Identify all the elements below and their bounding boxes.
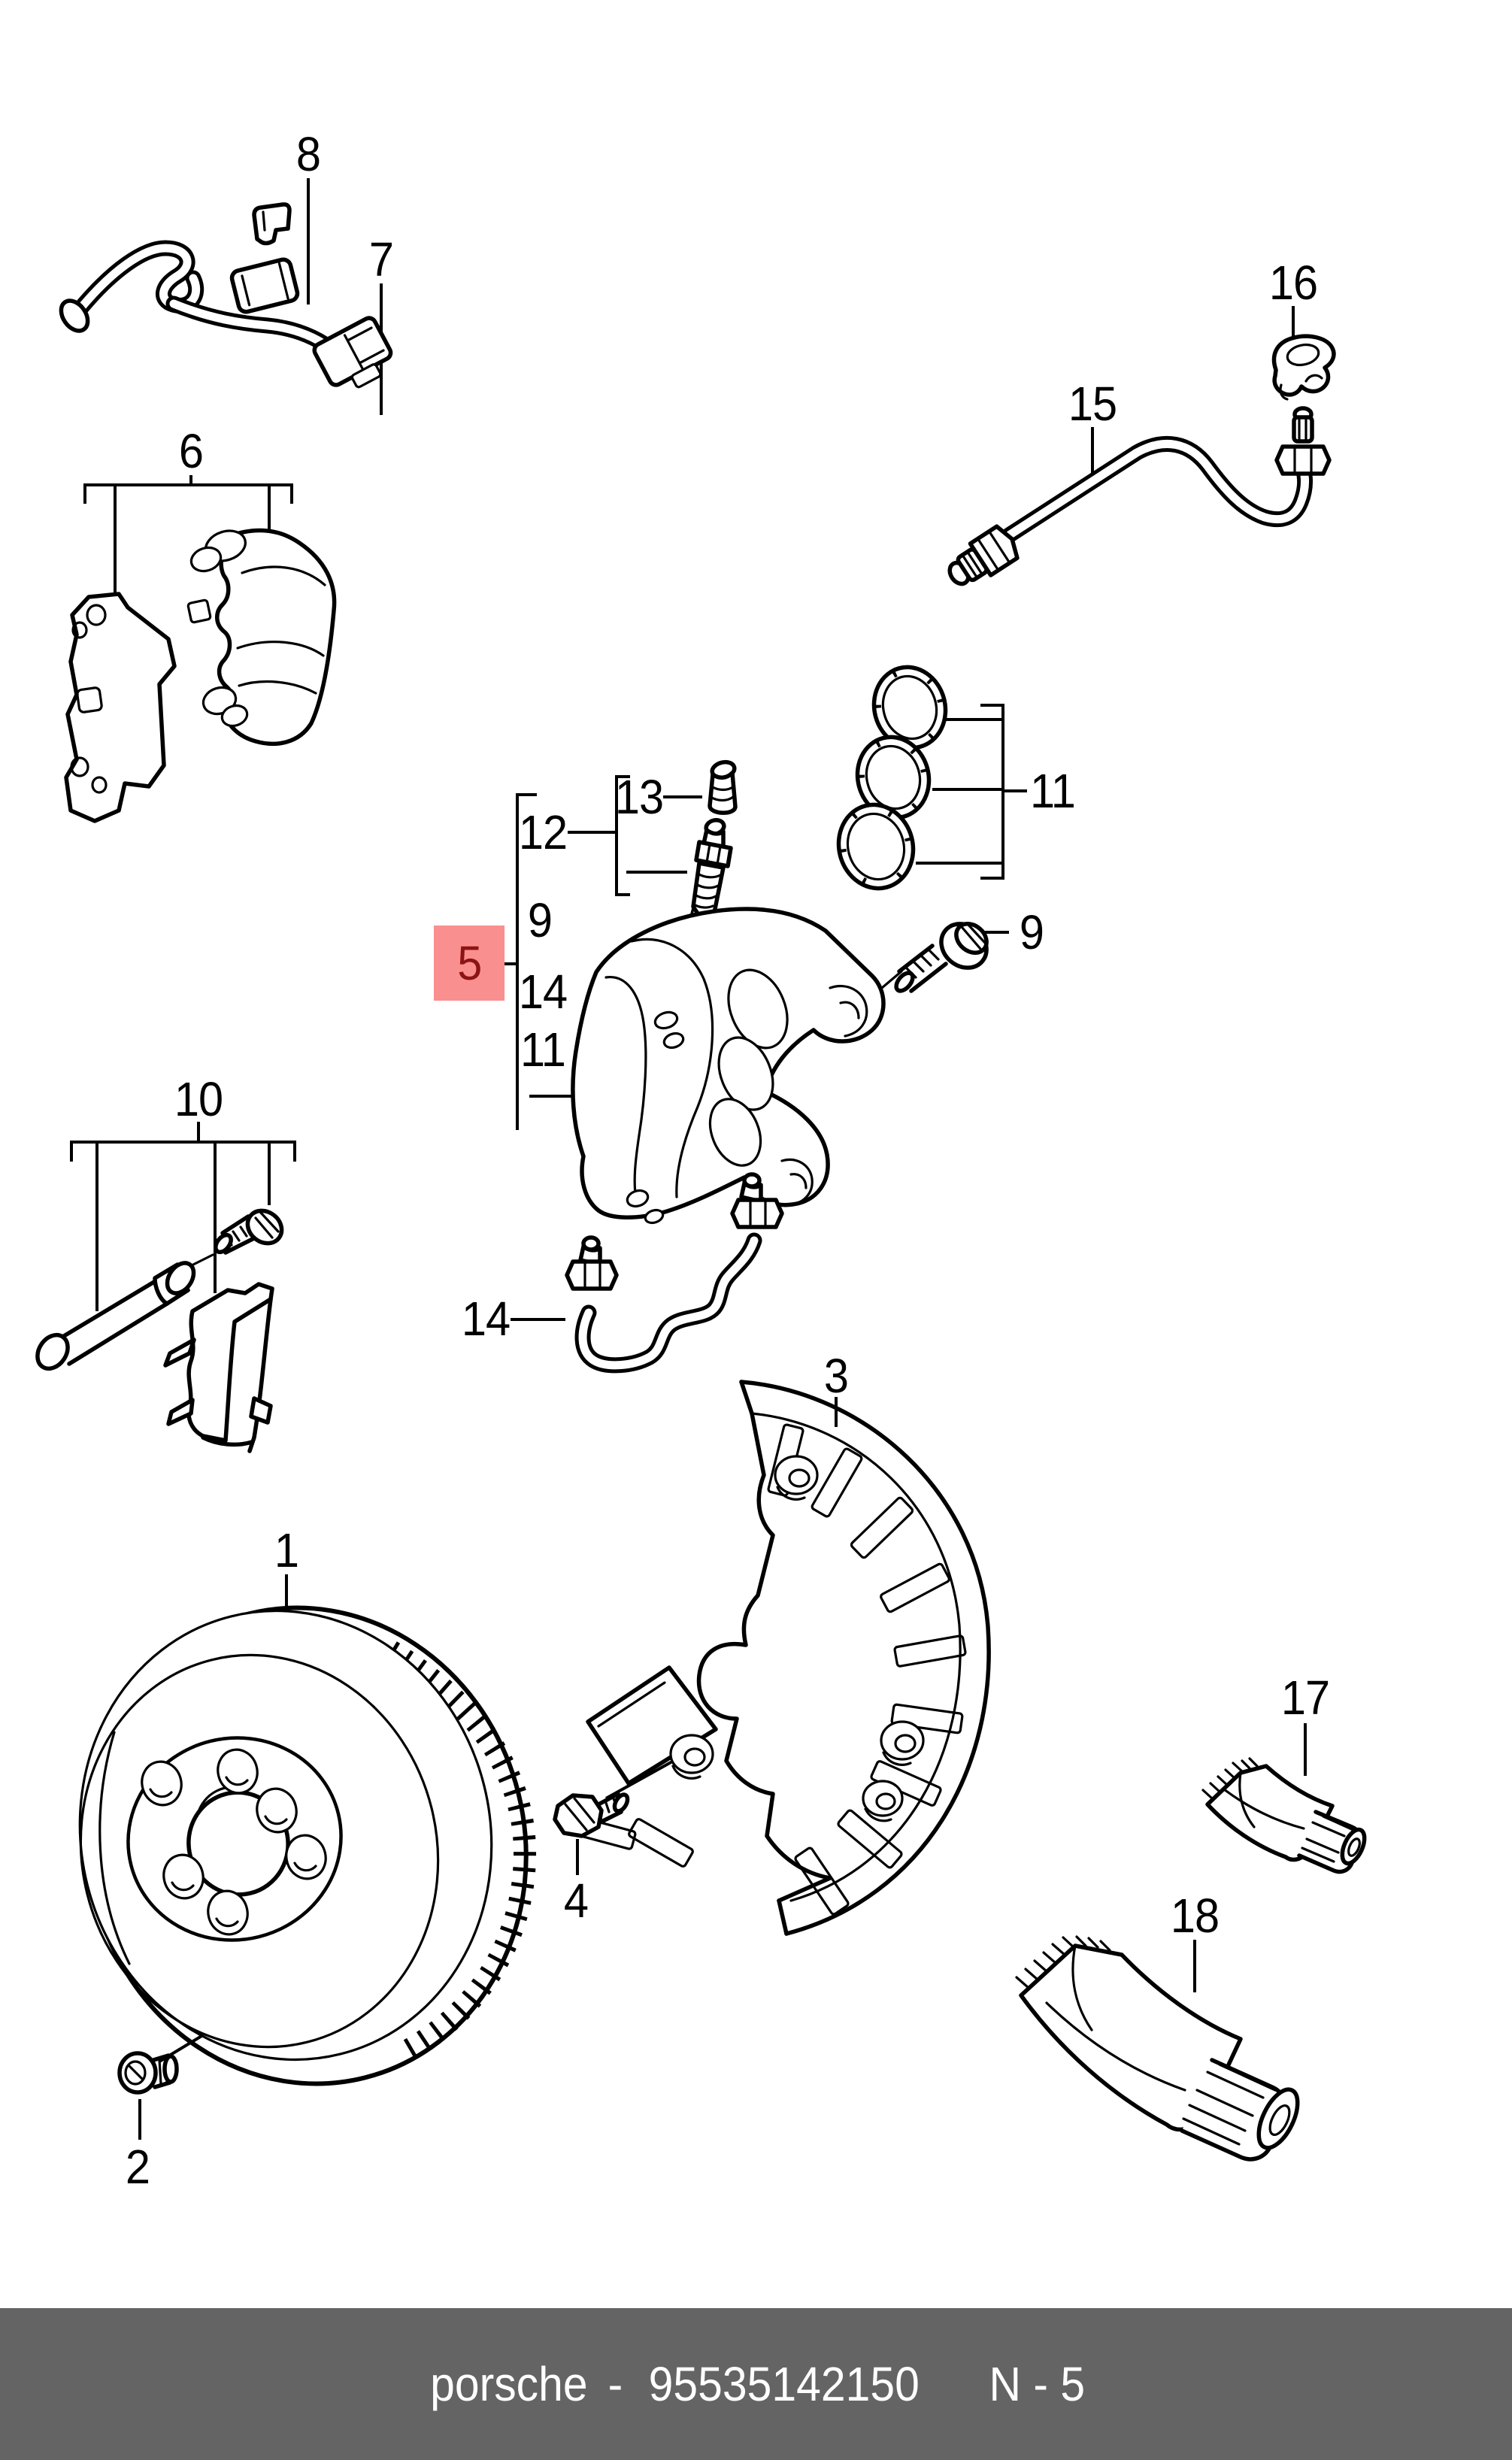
part-drawing-grease-tube-large <box>1015 1935 1300 2162</box>
callout-5-caliper-group[interactable]: 5 <box>456 936 482 990</box>
callout-7-connector[interactable]: 7 <box>368 232 394 286</box>
part-drawing-wear-sensor <box>59 202 393 389</box>
callout-2-disc-screw[interactable]: 2 <box>125 2140 150 2194</box>
part-drawing-caliper-pipe <box>565 1172 784 1374</box>
callout-6-pad-set[interactable]: 6 <box>178 424 204 478</box>
footer-part-number: 95535142150 <box>648 2357 920 2411</box>
callout-9-bolt[interactable]: 9 <box>1019 905 1044 959</box>
footer-brand: porsche <box>429 2357 588 2411</box>
callout-13-bleeder-cap[interactable]: 13 <box>614 770 664 824</box>
highlight-selected-part-5[interactable]: 5 <box>434 926 505 1001</box>
part-drawing-brake-pads <box>64 528 337 823</box>
callout-4-shield-screw[interactable]: 4 <box>563 1874 589 1928</box>
part-drawing-disc-screw <box>117 2051 179 2095</box>
callout-3-shield[interactable]: 3 <box>823 1349 849 1403</box>
callout-10-guide-group[interactable]: 10 <box>174 1072 223 1126</box>
part-drawing-brake-disc <box>78 1605 537 2095</box>
callout-9-in-group[interactable]: 9 <box>527 893 553 947</box>
callout-11-in-group[interactable]: 11 <box>520 1022 566 1077</box>
callout-8-sensor-clip[interactable]: 8 <box>295 127 321 181</box>
callout-1-disc[interactable]: 1 <box>274 1523 299 1577</box>
part-drawing-shield-screw <box>553 1792 630 1838</box>
callout-16-hose-clip[interactable]: 16 <box>1268 256 1318 310</box>
part-drawing-guide-set <box>35 1208 284 1453</box>
callout-18-grease-large[interactable]: 18 <box>1170 1889 1220 1943</box>
callout-14-pipe[interactable]: 14 <box>461 1292 511 1346</box>
footer-spacer <box>933 2356 982 2412</box>
part-drawing-caliper <box>571 907 886 1225</box>
part-drawing-caliper-bolt <box>894 922 989 993</box>
part-drawing-brake-line <box>947 334 1336 586</box>
shield-grommets <box>669 1455 925 1822</box>
callout-11-seals[interactable]: 11 <box>1030 764 1076 818</box>
part-drawing-grease-tube-small <box>1201 1757 1367 1874</box>
callout-15-hose[interactable]: 15 <box>1068 377 1117 431</box>
footer-bar: porsche - 95535142150 N - 5 <box>0 2308 1512 2460</box>
part-drawing-bleeder-valve <box>691 759 738 919</box>
part-drawing-seal-rings <box>836 665 948 891</box>
footer-page-ref: N - 5 <box>989 2357 1085 2411</box>
callout-14-in-group[interactable]: 14 <box>518 965 568 1019</box>
callout-17-grease-small[interactable]: 17 <box>1280 1671 1330 1725</box>
part-drawing-splash-shield <box>553 1380 991 1936</box>
callout-12-bleeder[interactable]: 12 <box>518 805 568 859</box>
lug-holes <box>141 1748 327 1936</box>
footer-separator: - <box>595 2357 635 2411</box>
